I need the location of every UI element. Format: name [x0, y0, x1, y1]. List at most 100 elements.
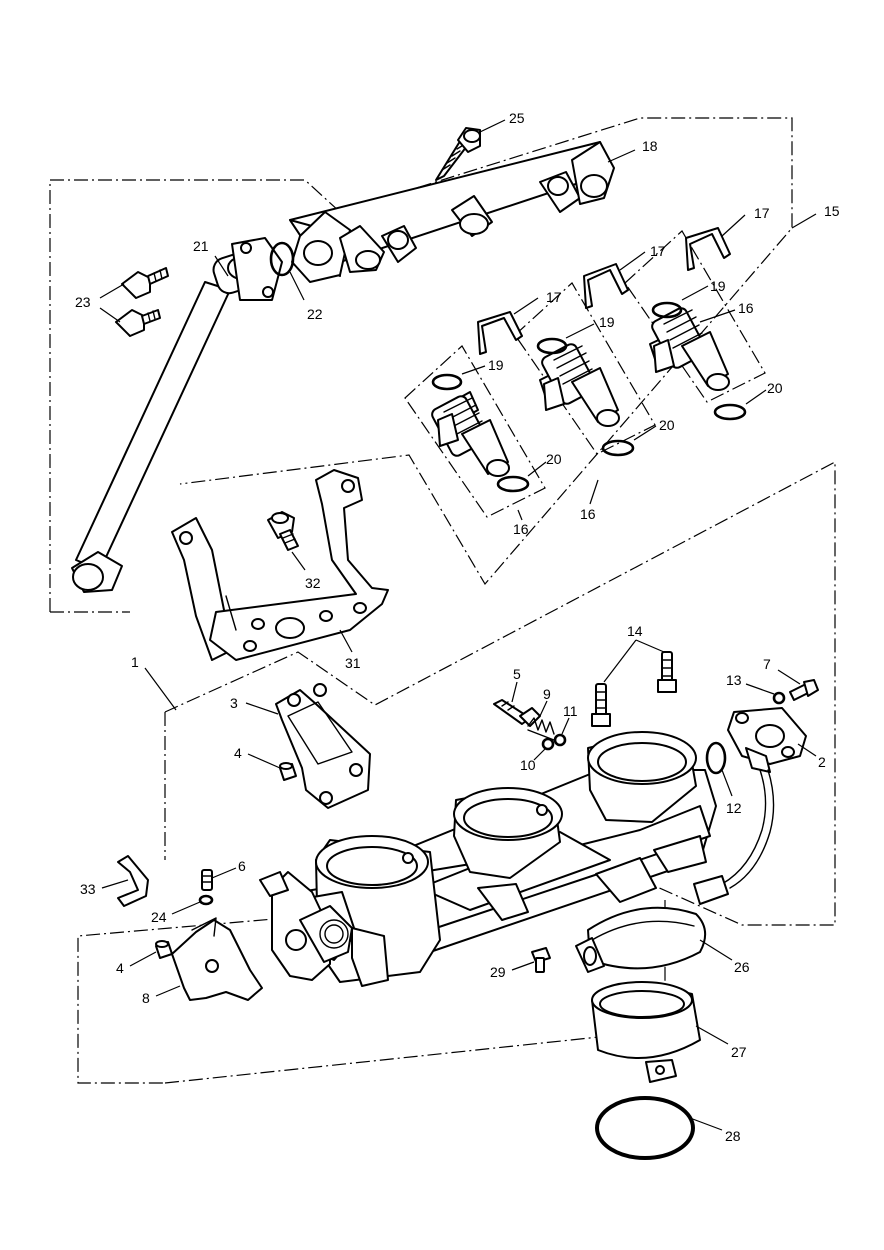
leader-16c: [699, 309, 736, 323]
callout-15: 15: [824, 203, 840, 219]
callout-2: 2: [818, 754, 826, 770]
pipe-bolt-upper: [121, 267, 169, 299]
leader-32: [291, 551, 306, 571]
callout-6: 6: [238, 858, 246, 874]
leader-16b: [589, 479, 599, 505]
leader-5: [511, 681, 518, 703]
callout-4-lower: 4: [116, 960, 124, 976]
leader-2: [797, 743, 817, 757]
leader-lines: [99, 119, 817, 1131]
callouts: 1 2 3 4 4 5 6 7 8 9 10 11 12 13 14 15 16…: [75, 110, 840, 1144]
injector-right-clip: [685, 227, 731, 271]
injector-right-lower-seal: [713, 403, 747, 421]
clamp-screw: [531, 947, 551, 973]
callout-21: 21: [193, 238, 209, 254]
callout-20-left: 20: [546, 451, 562, 467]
leader-29: [511, 961, 535, 971]
throttle-pulley: [259, 871, 353, 981]
callout-27: 27: [731, 1044, 747, 1060]
leader-10: [533, 747, 547, 761]
leader-17b: [619, 251, 646, 271]
rail-bolt: [435, 127, 481, 181]
leader-25: [479, 119, 506, 133]
leader-20b: [633, 425, 657, 441]
callout-1: 1: [131, 654, 139, 670]
cable-bracket: [171, 917, 263, 1001]
callout-12: 12: [726, 800, 742, 816]
leader-7: [777, 669, 801, 685]
leader-19b: [565, 323, 595, 339]
leader-23a: [99, 283, 125, 299]
injector-left-lower-seal: [496, 475, 530, 493]
rail-mounting-bracket: [171, 469, 389, 661]
callout-31: 31: [345, 655, 361, 671]
callout-19-right: 19: [710, 278, 726, 294]
callout-25: 25: [509, 110, 525, 126]
throttle-body: [295, 731, 717, 987]
sensor-o-ring: [705, 741, 727, 775]
callout-13: 13: [726, 672, 742, 688]
leader-19a: [461, 365, 486, 375]
callout-24: 24: [151, 909, 167, 925]
leader-18: [607, 149, 636, 163]
injector-left-upper-seal: [431, 373, 463, 391]
injector-left-clip: [477, 311, 523, 355]
cover-plate: [275, 683, 371, 809]
intake-adapter: [591, 981, 701, 1083]
bracket-screw: [155, 940, 173, 959]
callout-29: 29: [490, 964, 506, 980]
injector-left: [431, 391, 510, 477]
sensor-washer: [772, 691, 786, 705]
leader-20a: [527, 461, 547, 477]
callout-8: 8: [142, 990, 150, 1006]
hose-clamp: [575, 906, 707, 973]
adjuster-washer: [541, 737, 555, 751]
adjuster-seal: [553, 733, 567, 747]
leader-1: [144, 667, 177, 711]
leader-12: [721, 769, 733, 797]
callout-18: 18: [642, 138, 658, 154]
callout-22: 22: [307, 306, 323, 322]
callout-23: 23: [75, 294, 91, 310]
leader-6: [211, 867, 237, 879]
injector-box-right: [624, 230, 766, 403]
callout-9: 9: [543, 686, 551, 702]
injector-middle-clip: [583, 263, 629, 309]
leader-33: [101, 879, 129, 889]
callout-20-right: 20: [767, 380, 783, 396]
adapter-o-ring: [595, 1096, 695, 1160]
leader-15: [791, 213, 817, 229]
callout-19-middle: 19: [599, 314, 615, 330]
injector-right-upper-seal: [651, 301, 683, 319]
injector-middle: [539, 343, 620, 427]
fuel-rail: [289, 141, 615, 283]
cover-screw: [279, 762, 297, 781]
stud-right: [657, 651, 677, 693]
leader-23b: [99, 307, 121, 323]
stud-left: [591, 683, 611, 727]
callout-4-upper: 4: [234, 745, 242, 761]
leader-17c: [721, 214, 746, 237]
leader-13: [745, 683, 775, 695]
stop-screw: [201, 869, 213, 891]
leader-21: [214, 255, 229, 277]
leader-24: [171, 901, 201, 915]
bracket-bolt: [267, 511, 299, 551]
callout-3: 3: [230, 695, 238, 711]
leader-4b: [129, 951, 157, 967]
callout-17-right: 17: [754, 205, 770, 221]
leader-11: [561, 717, 570, 735]
callout-14: 14: [627, 623, 643, 639]
leader-14b: [635, 639, 665, 653]
callout-28: 28: [725, 1128, 741, 1144]
leader-28: [689, 1117, 723, 1131]
callout-11: 11: [563, 703, 578, 719]
fuel-feed-pipe: [71, 237, 283, 593]
leader-9: [539, 700, 548, 717]
callout-19-left: 19: [488, 357, 504, 373]
adjuster-screw: [493, 699, 541, 727]
injector-box-middle: [514, 282, 656, 455]
leader-3: [245, 702, 279, 715]
leader-31: [339, 629, 353, 653]
callout-17-middle: 17: [650, 243, 666, 259]
